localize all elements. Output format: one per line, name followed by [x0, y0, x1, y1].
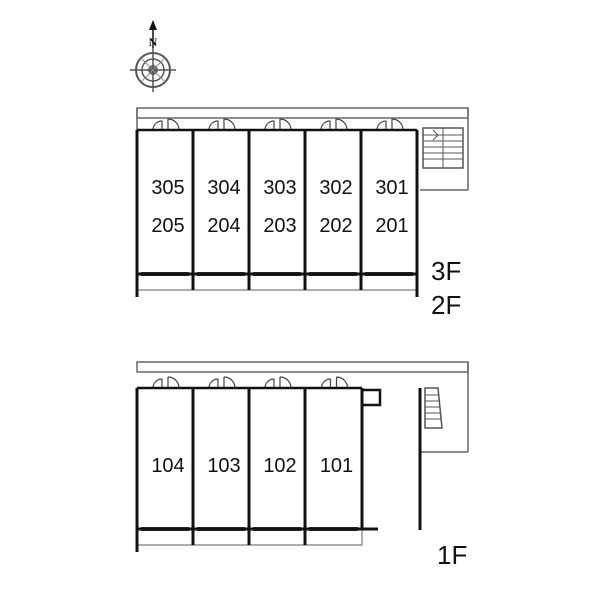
door-icon [376, 120, 387, 131]
door-icon [264, 120, 275, 131]
unit-number-1f: 101 [320, 455, 353, 477]
door-icon [223, 376, 236, 389]
unit-302-202: 302 202 [303, 118, 359, 290]
upper-block: 305 205 304 204 303 203 302 202 301 201 3F 2F [135, 107, 469, 320]
door-icon [223, 118, 236, 131]
unit-301-201: 301 201 [359, 118, 415, 290]
floor-label-2f: 2F [431, 290, 461, 320]
compass-rose-icon [130, 20, 176, 92]
unit-number-1f: 103 [207, 455, 240, 477]
door-icon [167, 118, 180, 131]
unit-304-204: 304 204 [191, 118, 247, 290]
door-icon [279, 376, 292, 389]
unit-number-3f: 305 [151, 177, 184, 199]
floor-label-1f: 1F [437, 540, 467, 570]
balcony-outline [136, 273, 418, 291]
unit-number-2f: 201 [375, 215, 408, 237]
lower-block: 104 103 102 101 1F [135, 361, 469, 570]
unit-104: 104 [141, 376, 189, 531]
unit-101: 101 [303, 376, 358, 545]
unit-102: 102 [247, 376, 301, 545]
unit-103: 103 [191, 376, 245, 545]
unit-number-1f: 104 [151, 455, 184, 477]
unit-number-3f: 304 [207, 177, 240, 199]
unit-303-203: 303 203 [247, 118, 303, 290]
door-icon [320, 378, 332, 389]
door-icon [335, 118, 348, 131]
unit-number-2f: 203 [263, 215, 296, 237]
unit-number-3f: 303 [263, 177, 296, 199]
door-icon [152, 120, 163, 131]
door-icon [152, 378, 163, 389]
unit-number-2f: 202 [319, 215, 352, 237]
unit-number-2f: 204 [207, 215, 240, 237]
corridor-outline [136, 361, 469, 373]
unit-number-3f: 302 [319, 177, 352, 199]
door-icon [208, 378, 219, 389]
compass: N [130, 20, 176, 92]
unit-number-3f: 301 [375, 177, 408, 199]
door-icon [208, 120, 219, 131]
floor-label-3f: 3F [431, 256, 461, 286]
north-label: N [149, 35, 158, 49]
staircase [424, 387, 443, 429]
utility-box [360, 388, 382, 407]
unit-number-1f: 102 [263, 455, 296, 477]
door-icon [167, 376, 180, 389]
door-icon [279, 118, 292, 131]
door-icon [320, 120, 331, 131]
door-icon [335, 376, 349, 389]
unit-305-205: 305 205 [139, 118, 191, 276]
staircase [422, 127, 464, 169]
unit-number-2f: 205 [151, 215, 184, 237]
corridor-outline [136, 107, 469, 119]
door-icon [264, 378, 275, 389]
door-icon [391, 118, 404, 131]
